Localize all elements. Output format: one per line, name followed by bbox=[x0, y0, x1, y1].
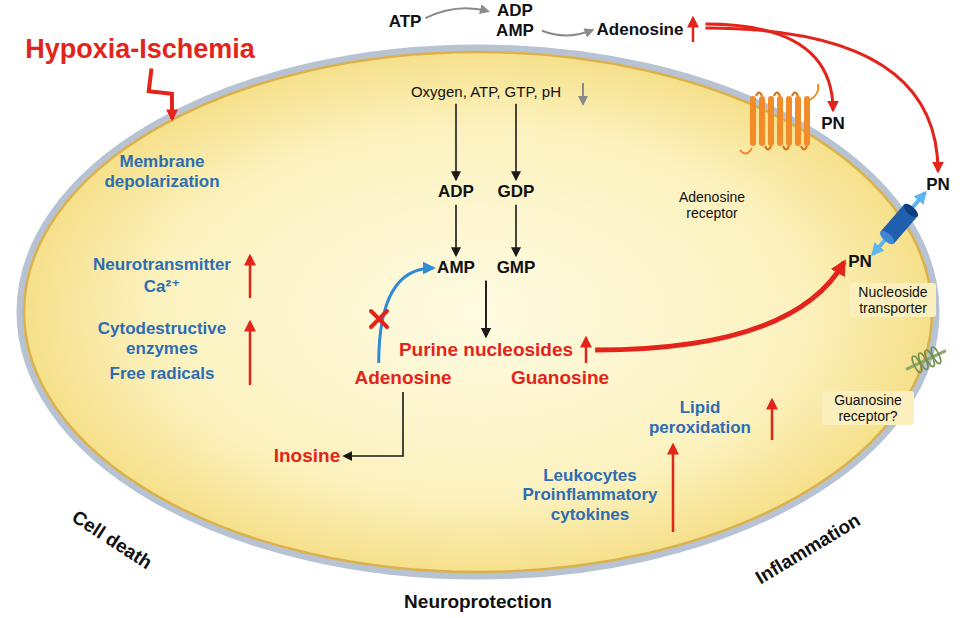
label-holder: Free radicals bbox=[110, 364, 215, 384]
receptor-ring bbox=[929, 346, 942, 365]
increase-arrow bbox=[249, 256, 252, 298]
pathway-node: GMP bbox=[497, 258, 536, 278]
lightning-arrow bbox=[149, 69, 172, 120]
pathway-node: PN bbox=[926, 175, 950, 195]
pathway-node: Purine nucleosides bbox=[399, 339, 573, 361]
label-holder: Guanosine receptor? bbox=[822, 391, 914, 425]
cell: Cell deathNeuroprotectionInflammationOxy… bbox=[16, 44, 940, 580]
receptor-helix bbox=[759, 96, 765, 146]
pathway-node: Adenosine bbox=[597, 20, 684, 40]
node-text: Purine nucleosides bbox=[399, 339, 573, 361]
annotation-label: Adenosine receptor bbox=[672, 189, 752, 221]
pathway-node: Hypoxia-Ischemia bbox=[25, 34, 255, 65]
pathway-node: Inosine bbox=[274, 445, 341, 467]
node-text: Oxygen, ATP, GTP, pH bbox=[411, 83, 561, 100]
connector bbox=[595, 262, 844, 350]
cell-membrane-inner bbox=[24, 52, 932, 572]
receptor-tail bbox=[810, 84, 818, 100]
label-holder: Cytodestructive enzymes bbox=[87, 319, 237, 358]
cell-heading: Inflammation bbox=[752, 509, 865, 589]
connector bbox=[455, 205, 457, 255]
receptor-helix bbox=[768, 96, 774, 146]
increase-arrow bbox=[771, 400, 774, 440]
transporter-end bbox=[901, 201, 920, 219]
decrease-arrow bbox=[582, 83, 584, 104]
cell-heading-holder: Inflammation bbox=[752, 509, 865, 589]
node-text: PN bbox=[821, 114, 845, 134]
cell-heading: Neuroprotection bbox=[404, 591, 552, 613]
cell-body bbox=[20, 48, 936, 576]
annotation-label: Neurotransmitter bbox=[93, 255, 231, 275]
receptor-helix bbox=[804, 96, 810, 146]
annotation-label: Free radicals bbox=[110, 364, 215, 384]
cell-membrane bbox=[16, 44, 940, 580]
label-holder: Adenosine receptor bbox=[672, 189, 752, 221]
label-holder: Ca²⁺ bbox=[144, 277, 180, 297]
node-text: PN bbox=[848, 252, 872, 272]
annotation-label: Nucleoside transporter bbox=[850, 283, 936, 317]
label-holder: Membrane depolarization bbox=[97, 152, 227, 191]
annotation-label: Leukocytes Proinflammatory cytokines bbox=[515, 466, 665, 525]
annotation-label: Ca²⁺ bbox=[144, 277, 180, 297]
connector bbox=[542, 30, 593, 35]
node-text: GMP bbox=[497, 258, 536, 278]
receptor-helix bbox=[795, 96, 801, 146]
connector bbox=[705, 28, 938, 171]
pathway-node: ATP bbox=[389, 12, 422, 32]
pathway-node: AMP bbox=[437, 258, 475, 278]
cell-heading-holder: Neuroprotection bbox=[404, 591, 552, 613]
blocked-mark bbox=[371, 311, 387, 327]
node-text: PN bbox=[926, 175, 950, 195]
pathway-node: ADP bbox=[438, 182, 474, 202]
connector bbox=[485, 281, 487, 336]
connector bbox=[344, 392, 403, 456]
receptor-helix bbox=[750, 96, 756, 146]
receptor-loops bbox=[756, 93, 807, 150]
pathway-node: Oxygen, ATP, GTP, pH bbox=[411, 83, 561, 100]
increase-arrow bbox=[672, 445, 675, 532]
connector bbox=[425, 8, 488, 18]
label-holder: Leukocytes Proinflammatory cytokines bbox=[515, 466, 665, 525]
annotation-label: Lipid peroxidation bbox=[640, 398, 760, 437]
node-text: Inosine bbox=[274, 445, 341, 467]
transporter-end bbox=[878, 229, 897, 247]
receptor-helix bbox=[786, 96, 792, 146]
node-text: Adenosine bbox=[597, 20, 684, 40]
cell-heading-holder: Cell death bbox=[68, 506, 156, 574]
label-holder: Neurotransmitter bbox=[93, 255, 231, 275]
node-text: AMP bbox=[437, 258, 475, 278]
node-text: Guanosine bbox=[511, 367, 609, 389]
increase-arrow bbox=[249, 322, 252, 385]
label-holder: Lipid peroxidation bbox=[640, 398, 760, 437]
cell-heading: Cell death bbox=[68, 506, 156, 574]
pathway-node: PN bbox=[821, 114, 845, 134]
pathway-node: Adenosine bbox=[354, 367, 451, 389]
node-text: Hypoxia-Ischemia bbox=[25, 34, 255, 65]
connector bbox=[485, 281, 487, 336]
connector bbox=[455, 104, 457, 180]
annotation-label: Membrane depolarization bbox=[97, 152, 227, 191]
increase-arrow bbox=[692, 18, 695, 42]
connector bbox=[873, 193, 925, 254]
label-holder: Nucleoside transporter bbox=[850, 283, 936, 317]
node-text: ATP bbox=[389, 12, 422, 32]
receptor-helix bbox=[777, 96, 783, 146]
pathway-node: Guanosine bbox=[511, 367, 609, 389]
increase-arrow bbox=[585, 338, 588, 363]
receptor-tail bbox=[740, 148, 752, 154]
connector bbox=[515, 205, 517, 255]
node-text: ADP bbox=[438, 182, 474, 202]
annotation-label: Guanosine receptor? bbox=[822, 391, 914, 425]
node-text: GDP bbox=[498, 182, 535, 202]
nucleoside-transporter-symbol bbox=[878, 201, 920, 246]
connector bbox=[515, 104, 517, 180]
node-text: ADP AMP bbox=[492, 1, 538, 40]
pathway-node: PN bbox=[848, 252, 872, 272]
node-text: Adenosine bbox=[354, 367, 451, 389]
pathway-node: ADP AMP bbox=[492, 1, 538, 40]
annotation-label: Cytodestructive enzymes bbox=[87, 319, 237, 358]
pathway-node: GDP bbox=[498, 182, 535, 202]
adenosine-receptor-symbol bbox=[740, 84, 818, 154]
guanosine-receptor-symbol bbox=[902, 343, 949, 378]
